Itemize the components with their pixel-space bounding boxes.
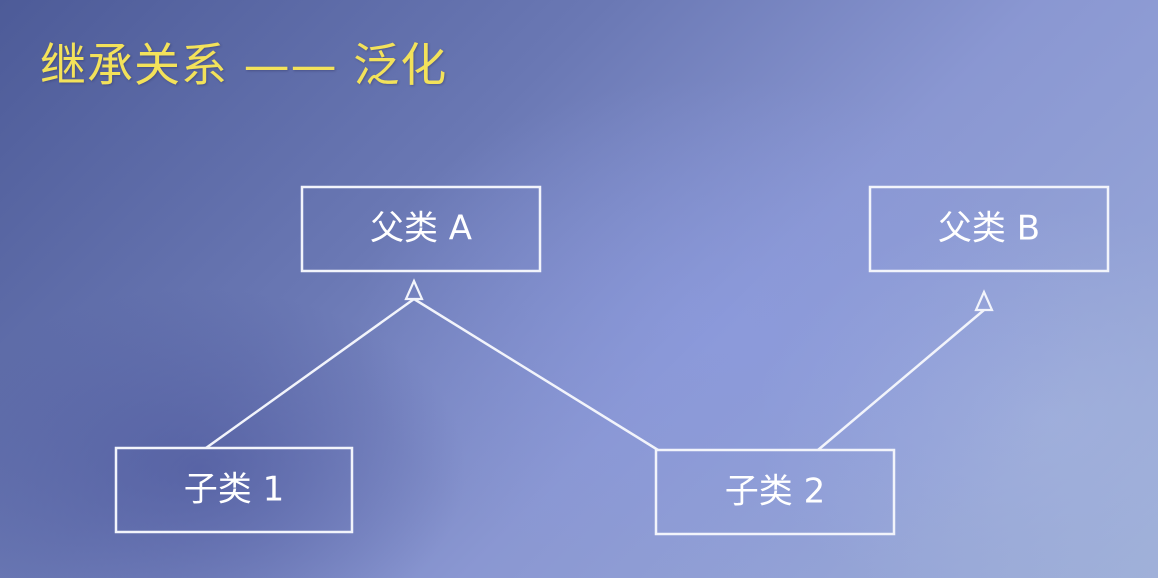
node-child-1-label: 子类 1 bbox=[184, 470, 284, 510]
node-child-2: 子类 2 bbox=[654, 448, 896, 536]
generalization-arrowhead-parent-a bbox=[404, 278, 424, 301]
edge-child2-to-parent-a bbox=[413, 297, 659, 452]
generalization-arrowhead-parent-b bbox=[974, 289, 994, 312]
node-child-2-label: 子类 2 bbox=[725, 472, 825, 512]
node-child-1: 子类 1 bbox=[114, 446, 354, 534]
edge-child2-to-parent-b bbox=[817, 309, 985, 451]
node-parent-a-label: 父类 A bbox=[370, 209, 472, 249]
edge-child1-to-parent-a bbox=[205, 297, 415, 450]
slide-title: 继承关系 —— 泛化 bbox=[40, 38, 448, 92]
node-parent-b: 父类 B bbox=[868, 185, 1110, 273]
node-parent-b-label: 父类 B bbox=[938, 209, 1040, 249]
node-parent-a: 父类 A bbox=[300, 185, 542, 273]
